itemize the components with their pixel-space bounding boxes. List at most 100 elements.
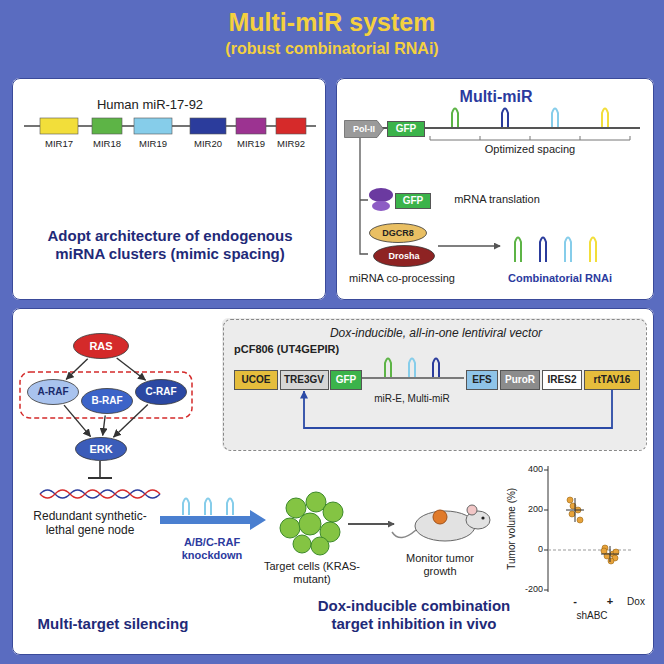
protein-ellipse: B-RAF bbox=[81, 388, 133, 414]
hairpin bbox=[565, 238, 571, 263]
ellipse-shape bbox=[28, 380, 79, 405]
protein-ellipse: A-RAF bbox=[27, 379, 79, 405]
panel-heading: Adopt architecture of endogenous miRNA c… bbox=[43, 227, 297, 263]
label: MIR92 bbox=[273, 139, 309, 150]
panel-ground bbox=[336, 78, 654, 300]
label: Human miR-17-92 bbox=[50, 98, 250, 113]
label: A/B/C-RAF knockdown bbox=[162, 536, 262, 561]
hairpin bbox=[452, 109, 458, 128]
tumor-chart bbox=[544, 466, 632, 592]
label: Combinatorial RNAi bbox=[495, 272, 625, 285]
panel-box: Pol-II GFP GFP DGCR8Drosha Multi-miR bbox=[336, 78, 654, 300]
label: MIR20 bbox=[190, 139, 226, 150]
connector bbox=[117, 358, 146, 380]
hairpin bbox=[433, 359, 439, 378]
hairpin bbox=[502, 109, 508, 128]
node-label: DGCR8 bbox=[382, 228, 414, 238]
panel-box: UCOE TRE3GV GFP EFS PuroR IRES2 rtTAV16 Dox-ind… bbox=[223, 319, 647, 451]
element-box: IRES2 bbox=[542, 370, 582, 390]
label: shABC bbox=[562, 610, 622, 622]
element-box: EFS bbox=[466, 370, 498, 390]
hairpin bbox=[602, 109, 608, 128]
label: -200 bbox=[513, 584, 543, 594]
protein-ellipse: Drosha bbox=[373, 245, 435, 267]
node-label: Drosha bbox=[388, 251, 419, 261]
hairpin bbox=[590, 238, 596, 263]
ellipse-shape bbox=[82, 389, 133, 414]
label: Dox bbox=[622, 596, 650, 608]
element-box: PuroR bbox=[500, 370, 540, 390]
protein-ellipse: ERK bbox=[75, 437, 127, 461]
connector bbox=[64, 405, 91, 437]
hairpin bbox=[409, 359, 415, 378]
hairpin bbox=[540, 238, 546, 263]
label: miRNA co-processing bbox=[337, 272, 467, 285]
ribosome bbox=[372, 201, 390, 211]
node-label: GFP bbox=[396, 123, 417, 135]
ellipse-shape bbox=[374, 246, 435, 267]
node-label: Pol-II bbox=[353, 124, 375, 134]
mouse bbox=[392, 505, 490, 541]
vector-backbone bbox=[360, 377, 464, 379]
node-label: rtTAV16 bbox=[594, 374, 631, 386]
node-label: A-RAF bbox=[37, 386, 68, 398]
connector bbox=[66, 359, 88, 380]
panel-heading: Multi-target silencing bbox=[23, 615, 203, 633]
panel-ground bbox=[12, 308, 654, 655]
node-label: UCOE bbox=[242, 374, 271, 386]
label: + bbox=[602, 595, 618, 608]
label: 200 bbox=[513, 504, 543, 514]
panel-box: RAS A-RAF B-RAFC-RAF ERK UCOE TRE3GV GFP EFS Pur… bbox=[12, 308, 654, 655]
ellipse-shape bbox=[74, 334, 129, 359]
hairpins bbox=[183, 499, 233, 516]
node-label: PuroR bbox=[505, 374, 535, 386]
node-label: TRE3GV bbox=[284, 374, 324, 386]
panel-heading: Dox-inducible, all-in-one lentiviral vec… bbox=[224, 326, 648, 340]
node-label: ERK bbox=[89, 443, 112, 456]
flow-arrow bbox=[348, 523, 394, 525]
label: (robust combinatorial RNAi) bbox=[122, 40, 542, 58]
hairpins bbox=[360, 359, 464, 379]
ellipse-shape bbox=[136, 380, 187, 405]
connector bbox=[103, 415, 106, 435]
hairpins bbox=[452, 109, 608, 128]
title: Multi-miR system bbox=[82, 8, 582, 37]
element-box: UCOE bbox=[234, 370, 278, 390]
cell-cluster bbox=[280, 492, 343, 555]
panel-box: Adopt architecture of endogenous miRNA c… bbox=[12, 78, 326, 300]
hairpin bbox=[385, 359, 391, 378]
label: Optimized spacing bbox=[455, 143, 605, 156]
node-label: EFS bbox=[472, 374, 491, 386]
hairpin bbox=[515, 238, 521, 263]
element-box: Pol-II bbox=[344, 120, 384, 138]
spacing-bracket bbox=[430, 136, 630, 140]
gene-node-bracket bbox=[20, 372, 192, 418]
element-box: TRE3GV bbox=[280, 370, 329, 390]
label: MIR19 bbox=[133, 139, 173, 150]
label: miR-E, Multi-miR bbox=[360, 393, 464, 405]
inhibition-bar bbox=[88, 477, 112, 479]
protein-ellipse: RAS bbox=[73, 333, 129, 359]
hairpin bbox=[205, 499, 211, 516]
branch-line bbox=[360, 138, 368, 254]
label: 0 bbox=[513, 544, 543, 554]
label: MIR18 bbox=[87, 139, 127, 150]
element-box: rtTAV16 bbox=[584, 370, 640, 390]
knockdown-arrow bbox=[160, 510, 266, 530]
ellipse-shape bbox=[370, 224, 427, 243]
element-box: GFP bbox=[395, 193, 431, 209]
dna-strand bbox=[40, 490, 160, 498]
hairpin bbox=[227, 499, 233, 516]
node-label: RAS bbox=[89, 340, 112, 353]
hairpin bbox=[552, 109, 558, 128]
label: MIR19 bbox=[233, 139, 269, 150]
element-box: GFP bbox=[330, 370, 362, 390]
label: Tumor volume (%) bbox=[506, 474, 518, 584]
panel-heading: Multi-miR bbox=[337, 87, 655, 106]
inhibition-line bbox=[99, 461, 101, 478]
promoter-arrow bbox=[345, 121, 384, 138]
node-label: IRES2 bbox=[548, 374, 577, 386]
protein-ellipse: C-RAF bbox=[135, 379, 187, 405]
